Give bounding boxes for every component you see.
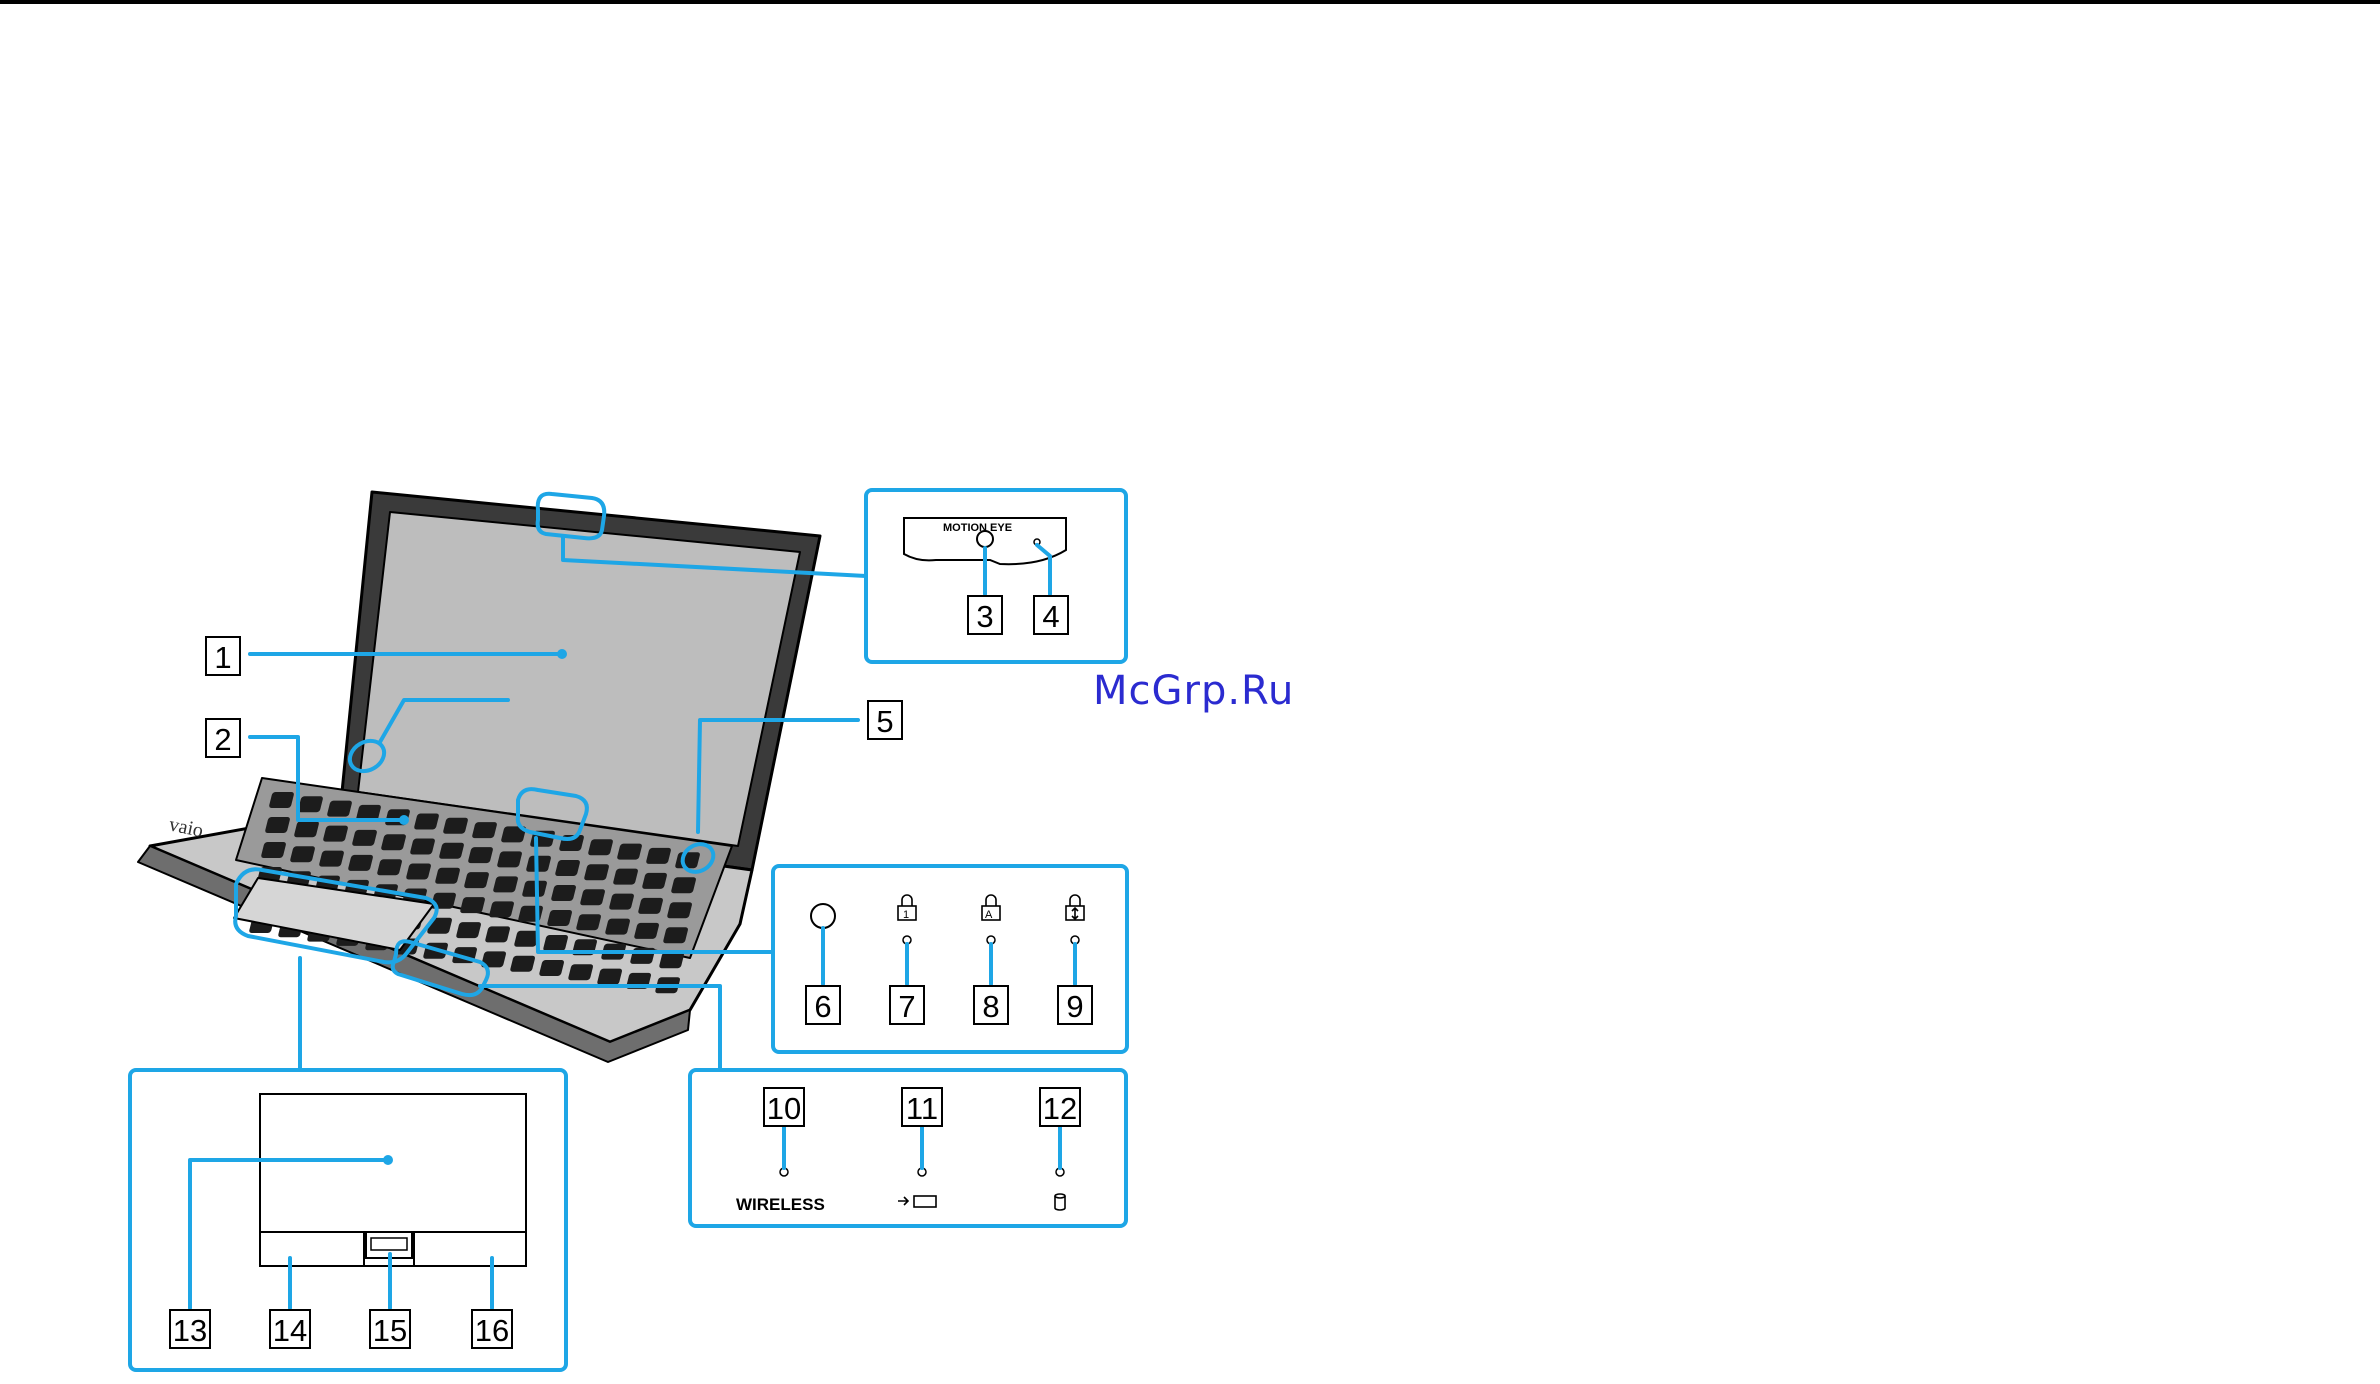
keyboard-key bbox=[319, 851, 345, 867]
callout-5: 5 bbox=[876, 704, 893, 739]
keyboard-key bbox=[460, 897, 486, 913]
keyboard-key bbox=[381, 834, 407, 850]
keyboard-key bbox=[472, 822, 498, 838]
callout-16: 16 bbox=[475, 1313, 509, 1348]
keyboard-key bbox=[510, 956, 536, 972]
keyboard-key bbox=[265, 817, 291, 833]
keyboard-key bbox=[497, 851, 523, 867]
laptop-illustration: vaio bbox=[138, 492, 820, 1062]
keyboard-key bbox=[348, 855, 374, 871]
keyboard-key bbox=[605, 919, 631, 935]
keyboard-key bbox=[543, 935, 569, 951]
keyboard-key bbox=[327, 801, 353, 817]
keyboard-key bbox=[634, 923, 660, 939]
keyboard-key bbox=[617, 844, 643, 860]
svg-text:A: A bbox=[985, 909, 993, 921]
callout-15: 15 bbox=[373, 1313, 407, 1348]
keyboard-key bbox=[638, 898, 664, 914]
keyboard-key bbox=[443, 818, 469, 834]
keyboard-key bbox=[468, 847, 494, 863]
keyboard-key bbox=[294, 821, 320, 837]
keyboard-key bbox=[489, 901, 515, 917]
callout-2: 2 bbox=[214, 722, 231, 757]
callout-12: 12 bbox=[1043, 1091, 1077, 1126]
keyboard-key bbox=[609, 894, 635, 910]
ambient-light-sensor-icon bbox=[811, 904, 835, 928]
callout-4: 4 bbox=[1042, 599, 1059, 634]
keyboard-key bbox=[675, 852, 701, 868]
keyboard-key bbox=[642, 873, 668, 889]
callout-10: 10 bbox=[767, 1091, 801, 1126]
keyboard-key bbox=[456, 922, 482, 938]
keyboard-key bbox=[290, 846, 316, 862]
callout-14: 14 bbox=[273, 1313, 307, 1348]
keyboard-key bbox=[568, 964, 594, 980]
keyboard-key bbox=[406, 864, 432, 880]
scroll-lock-icon bbox=[1066, 895, 1084, 920]
num-lock-icon: 1 bbox=[898, 895, 916, 921]
motion-eye-label: MOTION EYE bbox=[943, 522, 1012, 534]
keyboard-key bbox=[539, 960, 565, 976]
keyboard-key bbox=[522, 881, 548, 897]
wireless-label: WIRELESS bbox=[736, 1195, 825, 1214]
keyboard-key bbox=[555, 860, 581, 876]
keyboard-key bbox=[439, 843, 465, 859]
keyboard-key bbox=[547, 910, 573, 926]
keyboard-key bbox=[410, 839, 436, 855]
disc-drive-icon bbox=[1055, 1194, 1065, 1210]
keyboard-key bbox=[576, 914, 602, 930]
keyboard-key bbox=[464, 872, 490, 888]
left-button bbox=[260, 1232, 364, 1266]
keyboard-key bbox=[435, 868, 461, 884]
keyboard-key bbox=[261, 842, 287, 858]
vaio-logo: vaio bbox=[167, 813, 205, 842]
keyboard-key bbox=[646, 848, 672, 864]
callout-7: 7 bbox=[898, 989, 915, 1024]
keyboard-key bbox=[323, 826, 349, 842]
camera-panel: MOTION EYE bbox=[866, 490, 1126, 662]
callout-6: 6 bbox=[814, 989, 831, 1024]
keyboard-key bbox=[588, 839, 614, 855]
watermark: McGrp.Ru bbox=[1093, 668, 1294, 714]
keyboard-key bbox=[352, 830, 378, 846]
keyboard-key bbox=[671, 877, 697, 893]
callout-11: 11 bbox=[906, 1091, 938, 1126]
keyboard-key bbox=[269, 792, 295, 808]
svg-text:1: 1 bbox=[903, 909, 909, 921]
keyboard-key bbox=[659, 952, 685, 968]
keyboard-key bbox=[526, 856, 552, 872]
keyboard-key bbox=[667, 902, 693, 918]
keyboard-key bbox=[663, 927, 689, 943]
callout-9: 9 bbox=[1066, 989, 1083, 1024]
keyboard-key bbox=[580, 889, 606, 905]
keyboard-key bbox=[298, 796, 324, 812]
keyboard-key bbox=[518, 906, 544, 922]
keyboard-key bbox=[493, 876, 519, 892]
keyboard-key bbox=[551, 885, 577, 901]
right-button bbox=[414, 1232, 526, 1266]
keyboard-key bbox=[414, 814, 440, 830]
callout-3: 3 bbox=[976, 599, 993, 634]
keyboard-key bbox=[485, 926, 511, 942]
keyboard-key bbox=[597, 969, 623, 985]
keyboard-key bbox=[613, 869, 639, 885]
keyboard-key bbox=[377, 859, 403, 875]
battery-charge-icon bbox=[898, 1196, 936, 1207]
caps-lock-icon: A bbox=[982, 895, 1000, 921]
callout-8: 8 bbox=[982, 989, 999, 1024]
keyboard-key bbox=[584, 864, 610, 880]
callout-1: 1 bbox=[214, 640, 231, 675]
callout-13: 13 bbox=[173, 1313, 207, 1348]
